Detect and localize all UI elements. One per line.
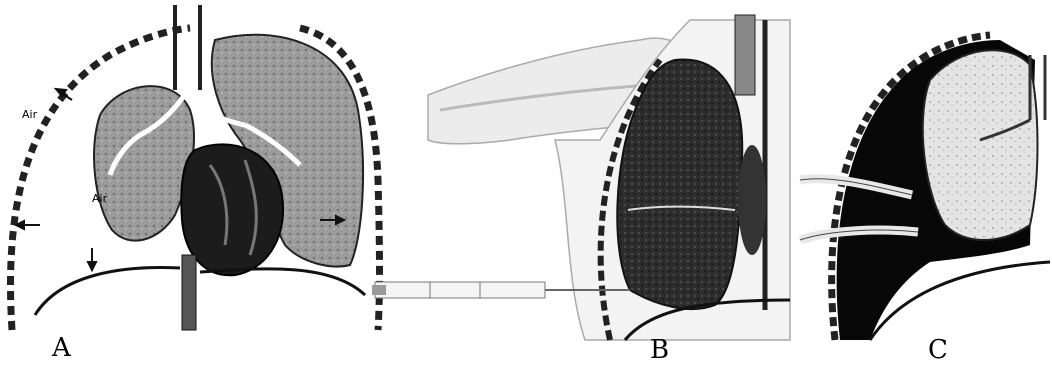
panel-letter-a: A bbox=[51, 333, 72, 363]
heart-edge-b bbox=[738, 145, 766, 255]
aorta-a bbox=[182, 255, 196, 330]
panel-b-thoracentesis-diagram: B bbox=[372, 15, 790, 365]
panel-c-pleural-effusion-diagram: C bbox=[800, 35, 1050, 365]
spine-b bbox=[735, 15, 755, 95]
panel-a-pneumothorax-diagram: Air Air A bbox=[10, 5, 379, 363]
heart-a bbox=[181, 144, 283, 275]
panel-letter-c: C bbox=[928, 335, 948, 365]
compressed-lung-c bbox=[923, 50, 1038, 240]
diaphragm-a bbox=[35, 268, 365, 315]
syringe-barrel bbox=[375, 282, 545, 298]
collapsed-lung-a bbox=[94, 86, 194, 241]
trachea-a bbox=[175, 5, 200, 90]
air-label-top: Air bbox=[22, 108, 38, 121]
panel-letter-b: B bbox=[650, 335, 669, 365]
air-label-mid: Air bbox=[92, 192, 108, 205]
syringe-plunger bbox=[372, 285, 386, 295]
